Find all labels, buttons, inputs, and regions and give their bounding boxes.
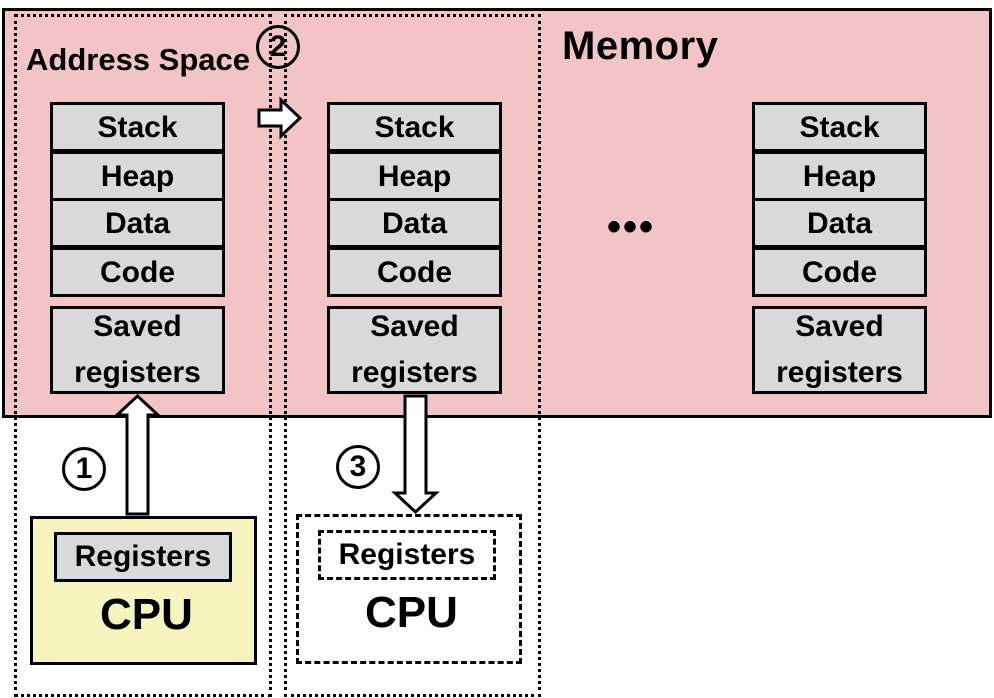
registers-label-2: registers bbox=[351, 356, 478, 389]
segment-stack-2: Stack bbox=[327, 102, 502, 152]
segment-stack-n: Stack bbox=[752, 102, 927, 152]
ellipsis: ••• bbox=[607, 205, 656, 249]
registers-label-n: registers bbox=[776, 356, 903, 389]
cpu-next-label: CPU bbox=[365, 588, 458, 637]
saved-registers-2: Saved registers bbox=[327, 306, 502, 394]
address-space-title: Address Space bbox=[26, 42, 250, 77]
segment-data-1: Data bbox=[50, 198, 225, 248]
arrow-switch-right bbox=[257, 96, 303, 140]
saved-registers-1: Saved registers bbox=[50, 306, 225, 394]
segment-data-2: Data bbox=[327, 198, 502, 248]
arrow-save-up bbox=[113, 393, 162, 516]
saved-registers-n: Saved registers bbox=[752, 306, 927, 394]
step-2-marker: 2 bbox=[256, 25, 300, 69]
registers-label-1: registers bbox=[74, 356, 201, 389]
saved-label-2: Saved bbox=[370, 309, 459, 343]
cpu-active-label: CPU bbox=[100, 590, 193, 639]
step-3-marker: 3 bbox=[336, 445, 380, 489]
memory-title: Memory bbox=[562, 24, 719, 68]
address-space-outline-1 bbox=[14, 14, 272, 697]
segment-stack-1: Stack bbox=[50, 102, 225, 152]
saved-label-1: Saved bbox=[93, 309, 182, 343]
cpu-active-registers: Registers bbox=[54, 532, 232, 582]
address-space-outline-2 bbox=[284, 14, 541, 697]
segment-data-n: Data bbox=[752, 198, 927, 248]
arrow-restore-down bbox=[391, 394, 440, 515]
saved-label-n: Saved bbox=[795, 309, 884, 343]
segment-code-1: Code bbox=[50, 247, 225, 297]
step-1-marker: 1 bbox=[62, 447, 106, 491]
cpu-next-registers: Registers bbox=[318, 530, 496, 580]
segment-code-n: Code bbox=[752, 247, 927, 297]
segment-code-2: Code bbox=[327, 247, 502, 297]
